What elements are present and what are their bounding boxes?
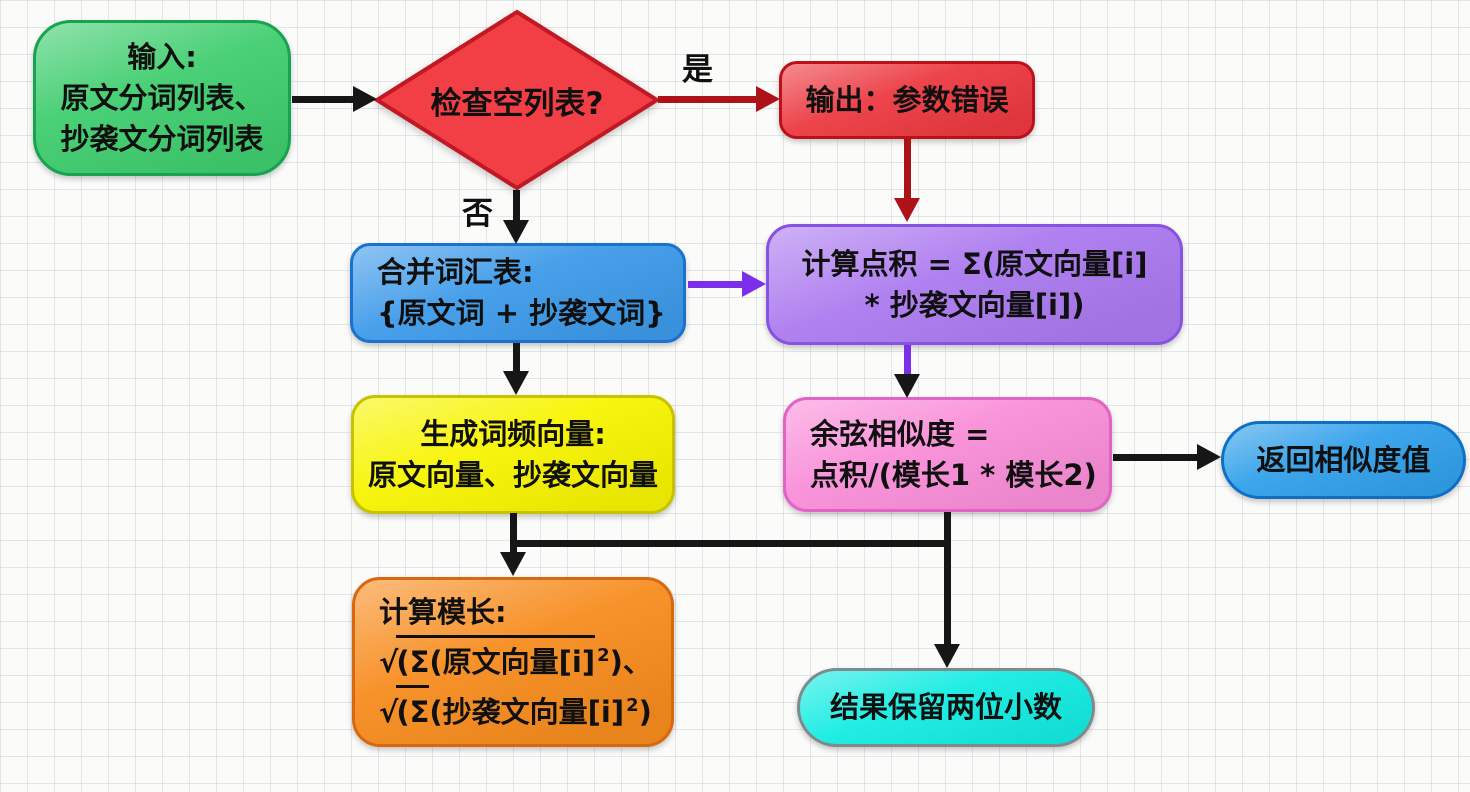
edge-label-no: 否 [462, 196, 493, 232]
edge-error-to-dot [904, 139, 911, 200]
diamond-shape [373, 9, 661, 191]
edge-check-to-merge-arrowhead [503, 220, 529, 244]
edge-label-yes: 是 [682, 52, 713, 88]
magnitude-title: 计算模长: [379, 595, 507, 629]
edge-merge-to-dot-arrowhead [742, 271, 766, 297]
node-frequency-vectors: 生成词频向量: 原文向量、抄袭文向量 [351, 395, 675, 514]
edge-dot-to-cosine [904, 345, 911, 376]
node-check-empty-list: 检查空列表? [373, 8, 661, 192]
node-dot-product: 计算点积 = Σ(原文向量[i] * 抄袭文向量[i]) [766, 224, 1183, 345]
magnitude-formula-2: √(Σ(抄袭文向量[i]2) [379, 685, 661, 735]
edge-check-to-error [658, 96, 757, 103]
node-return-similarity: 返回相似度值 [1221, 421, 1466, 499]
edge-vector-to-magnitude [510, 513, 517, 554]
node-check-label: 检查空列表? [430, 85, 604, 122]
edge-cosine-to-return [1113, 454, 1198, 461]
node-output-error: 输出：参数错误 [779, 61, 1035, 139]
node-compute-magnitude: 计算模长: √(Σ(原文向量[i]2)、 √(Σ(抄袭文向量[i]2) [352, 577, 674, 747]
edge-merge-to-dot [688, 281, 743, 288]
magnitude-formula-1: √(Σ(原文向量[i]2)、 [379, 635, 661, 685]
node-round-result: 结果保留两位小数 [797, 668, 1095, 747]
edge-input-to-check [292, 96, 354, 103]
edge-cosine-to-return-arrowhead [1197, 444, 1221, 470]
edge-check-to-error-arrowhead [756, 86, 780, 112]
edge-check-to-merge [513, 190, 520, 222]
node-merge-vocabulary: 合并词汇表: {原文词 + 抄袭文词} [350, 243, 686, 343]
edge-dot-to-cosine-arrowhead [894, 374, 920, 398]
edge-cosine-to-round [944, 512, 951, 645]
node-cosine-similarity: 余弦相似度 = 点积/(模长1 * 模长2) [783, 397, 1112, 512]
edge-error-to-dot-arrowhead [894, 198, 920, 222]
edge-merge-to-vector [513, 343, 520, 373]
edge-tee-branch [510, 540, 948, 547]
node-input: 输入: 原文分词列表、 抄袭文分词列表 [33, 20, 291, 176]
edge-vector-to-magnitude-arrowhead [500, 552, 526, 576]
edge-merge-to-vector-arrowhead [503, 371, 529, 395]
edge-cosine-to-round-arrowhead [934, 644, 960, 668]
edge-input-to-check-arrowhead [353, 86, 377, 112]
